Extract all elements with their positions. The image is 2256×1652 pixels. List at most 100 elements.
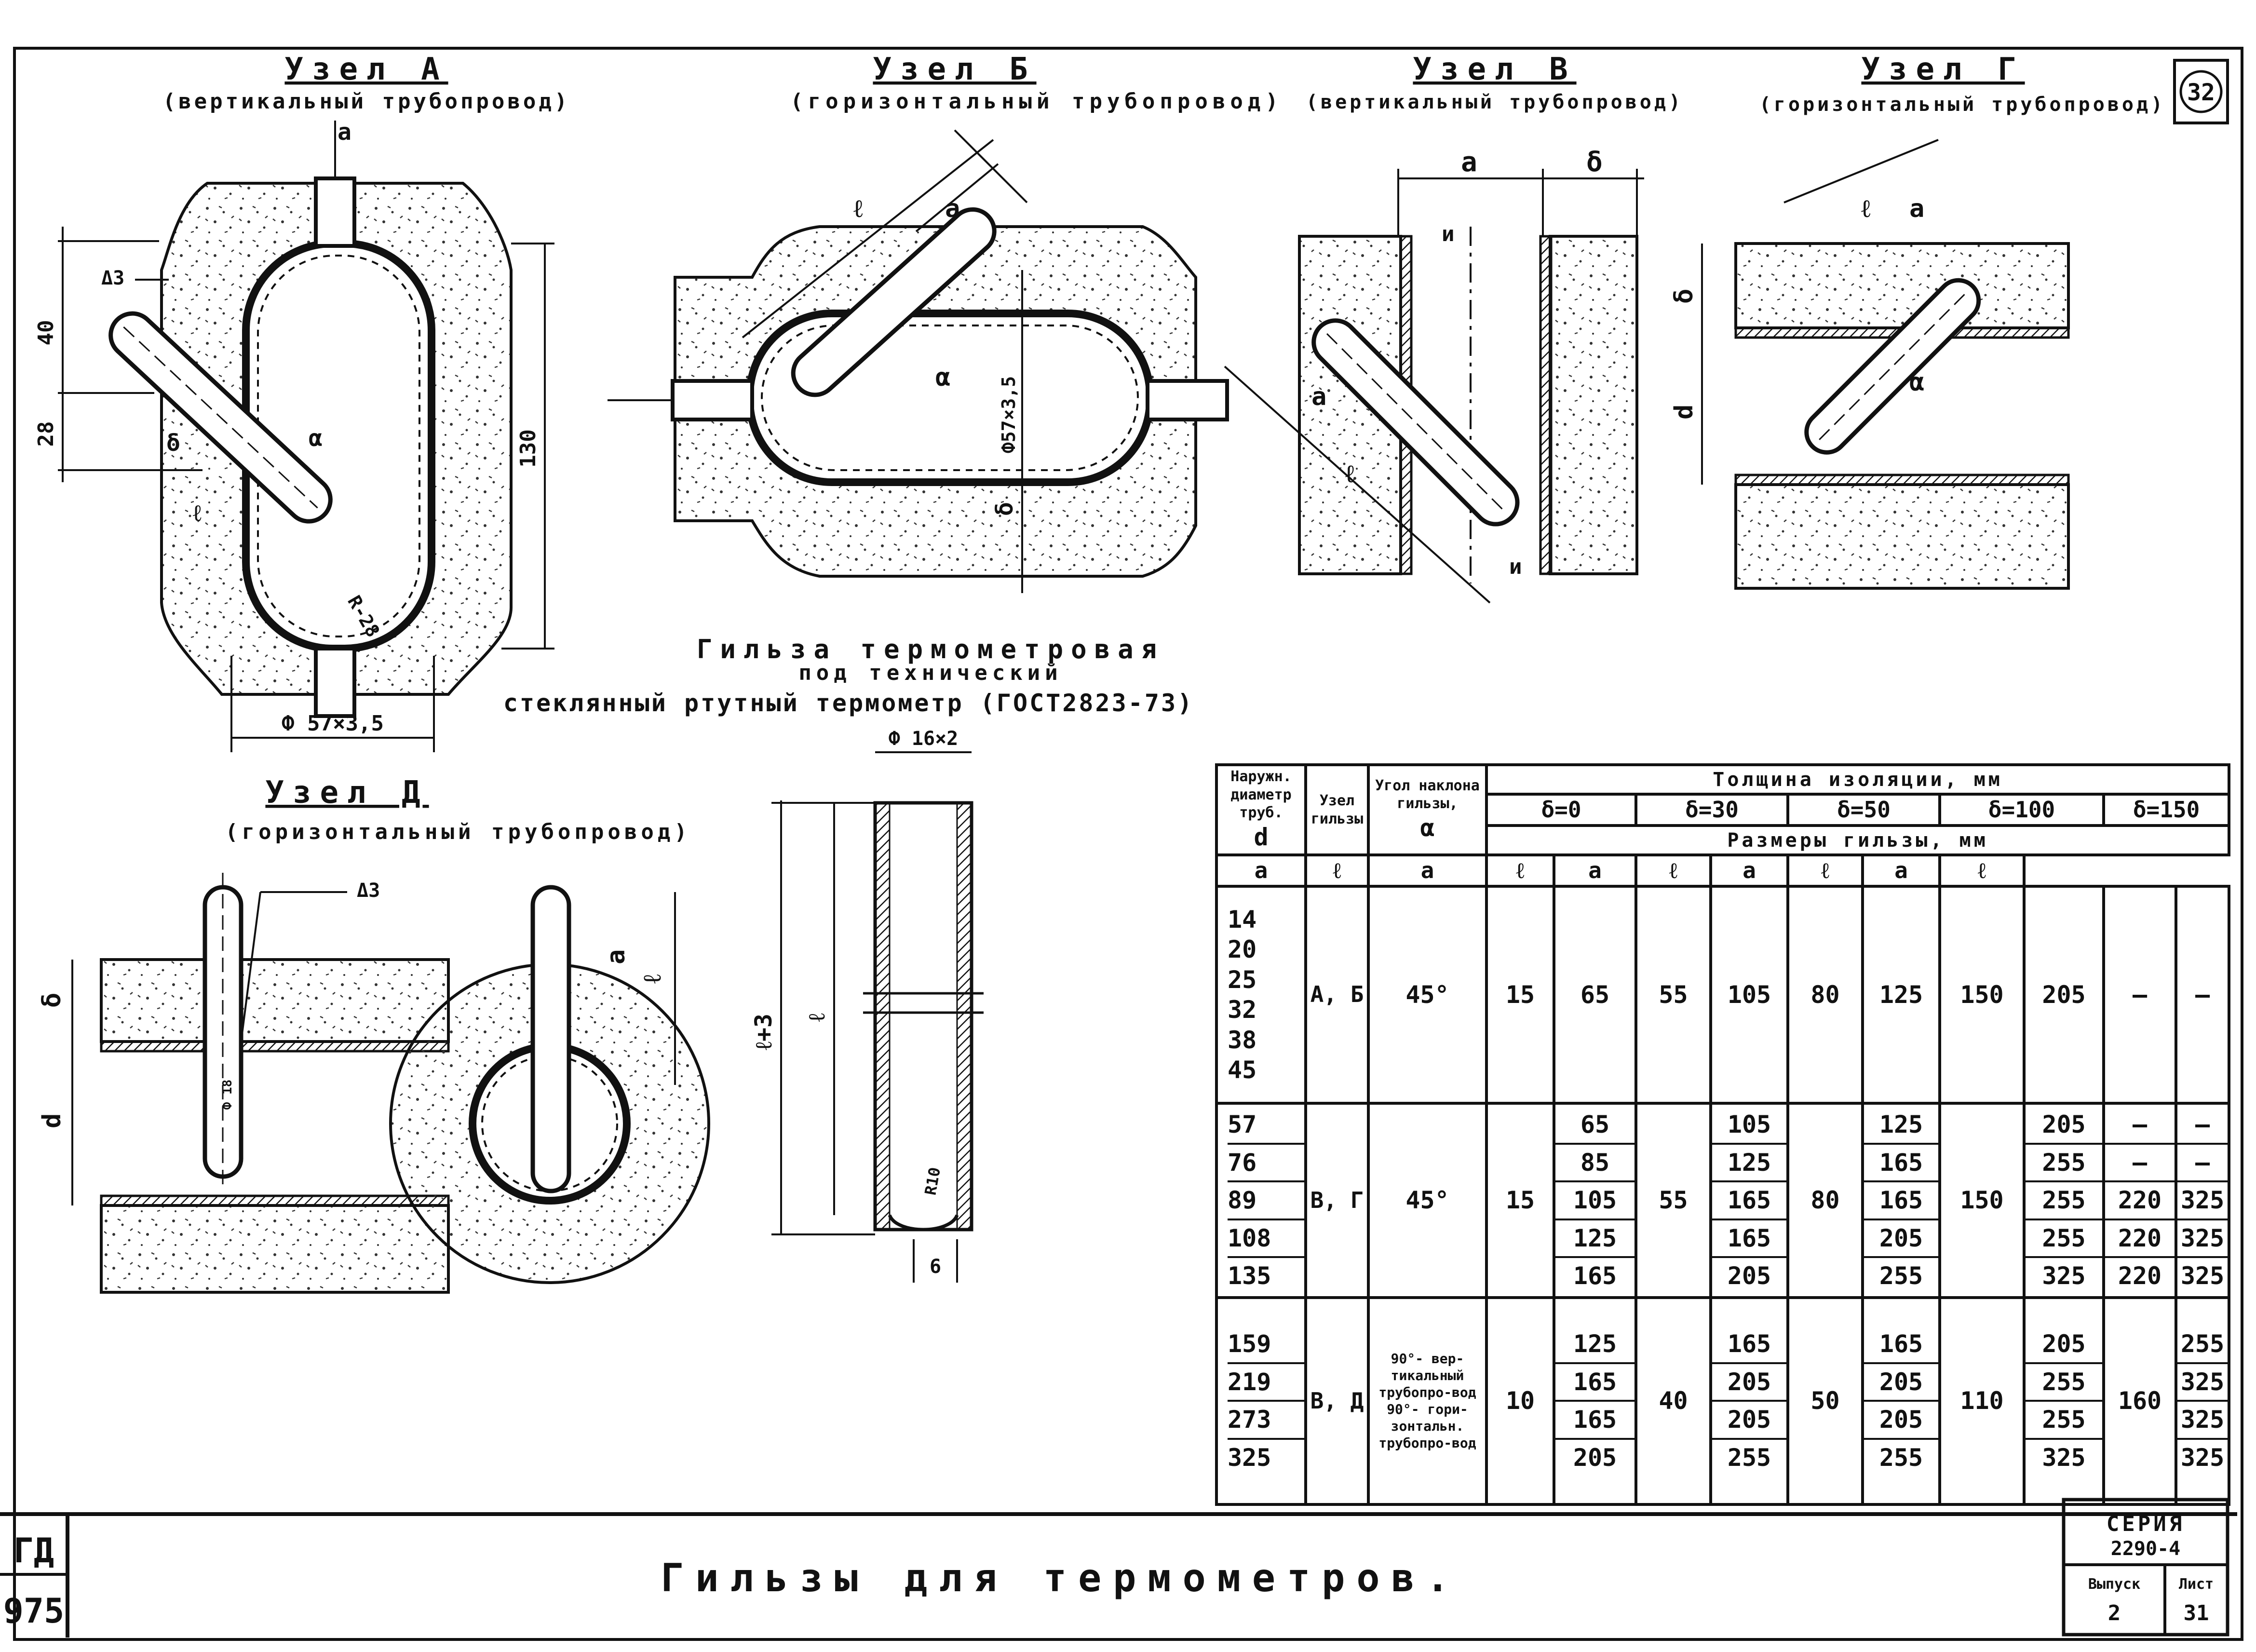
node-cell: А, Б: [1304, 885, 1370, 1105]
svg-text:Узел Г: Узел Г: [1861, 52, 2025, 87]
sub-header: ℓ: [1304, 853, 1370, 888]
sleeve-size-table: Наружн. диаметр труб.d Узел гильзы Угол …: [1215, 763, 2231, 1506]
sheet-frame: [13, 47, 2243, 1641]
svg-text:32: 32: [2187, 79, 2215, 106]
angle-cell: 45°: [1367, 1101, 1488, 1299]
svg-text:δ: δ: [1670, 289, 1699, 304]
svg-text:α: α: [935, 363, 950, 392]
svg-text:(горизонтальный трубопровод): (горизонтальный трубопровод): [1759, 94, 2165, 116]
svg-text:(вертикальный трубопровод): (вертикальный трубопровод): [163, 89, 570, 114]
sub-header: a: [1861, 853, 1941, 888]
svg-text:и: и: [1509, 555, 1522, 579]
svg-text:Узел Д: Узел Д: [265, 775, 429, 811]
value-cell: 150: [1938, 885, 2026, 1105]
sub-header: ℓ: [1938, 853, 2026, 888]
svg-text:d: d: [1670, 405, 1699, 420]
sleeve-detail: Гильза термометровая под технический сте…: [503, 634, 1194, 1283]
sheet-number-badge: 32: [2173, 59, 2229, 124]
svg-text:ℓ: ℓ: [803, 1013, 830, 1022]
value-cell: –: [2102, 885, 2177, 1105]
svg-text:a: a: [338, 119, 351, 146]
header-delta-50: δ=50: [1786, 793, 1941, 827]
svg-text:Δ3: Δ3: [101, 267, 124, 289]
node-a-drawing: Узел А (вертикальный трубопровод) 40 28 …: [34, 52, 570, 752]
svg-text:ℓ: ℓ: [853, 194, 863, 223]
svg-text:2290-4: 2290-4: [2111, 1538, 2181, 1560]
header-delta-30: δ=30: [1635, 793, 1789, 827]
svg-text:Выпуск: Выпуск: [2088, 1576, 2140, 1593]
svg-text:ℓ: ℓ: [1861, 194, 1871, 223]
header-thickness: Толщина изоляции, мм: [1485, 763, 2231, 796]
sub-header: ℓ: [1485, 853, 1555, 888]
svg-text:a: a: [1461, 147, 1477, 178]
value-cell: 80: [1786, 1101, 1864, 1299]
angle-cell: 90°- вер-тикальный трубопро-вод 90°- гор…: [1367, 1296, 1488, 1506]
svg-text:Узел А: Узел А: [284, 52, 448, 87]
sub-header: ℓ: [1786, 853, 1864, 888]
header-outer-diameter: Наружн. диаметр труб.d: [1215, 763, 1307, 857]
svg-text:2: 2: [2108, 1601, 2121, 1625]
value-cell: 80: [1786, 885, 1864, 1105]
value-cell: 110: [1938, 1296, 2026, 1506]
title-block: ГД 975 Гильзы для термометров. СЕРИЯ 229…: [0, 1498, 2229, 1637]
value-cell: 105: [1709, 885, 1789, 1105]
angle-cell: 45°: [1367, 885, 1488, 1105]
svg-text:Гильза термометровая: Гильза термометровая: [697, 634, 1164, 664]
svg-text:Гильзы для термометров.: Гильзы для термометров.: [661, 1556, 1461, 1600]
svg-text:Δ3: Δ3: [357, 880, 380, 902]
svg-text:Ф 16×2: Ф 16×2: [889, 728, 959, 750]
svg-text:ℓ: ℓ: [638, 975, 667, 984]
svg-text:d: d: [38, 1113, 67, 1128]
value-cell: 40: [1635, 1296, 1712, 1506]
svg-text:(горизонтальный трубопровод): (горизонтальный трубопровод): [790, 89, 1283, 114]
svg-text:(вертикальный трубопровод): (вертикальный трубопровод): [1306, 91, 1683, 113]
svg-text:28: 28: [34, 421, 58, 447]
svg-text:ℓ: ℓ: [1345, 460, 1355, 488]
value-cell: 10: [1485, 1296, 1555, 1506]
value-cell: 125: [1861, 885, 1941, 1105]
node-cell: В, Д: [1304, 1296, 1370, 1506]
svg-text:α: α: [309, 425, 323, 452]
svg-text:(горизонтальный трубопровод): (горизонтальный трубопровод): [225, 820, 691, 844]
value-cell: 150: [1938, 1101, 2026, 1299]
svg-text:δ: δ: [38, 993, 67, 1008]
svg-text:a: a: [1909, 194, 1924, 223]
svg-text:δ: δ: [1586, 147, 1603, 178]
svg-text:Лист: Лист: [2179, 1576, 2214, 1593]
svg-text:δ: δ: [166, 430, 180, 457]
svg-text:Ф57×3,5: Ф57×3,5: [998, 376, 1019, 453]
value-cell: 55: [1635, 885, 1712, 1105]
svg-text:Узел В: Узел В: [1413, 52, 1576, 87]
svg-text:Ф 57×3,5: Ф 57×3,5: [282, 711, 384, 736]
sub-header: ℓ: [1635, 853, 1712, 888]
header-angle: Угол наклона гильзы,α: [1367, 763, 1488, 857]
svg-text:СЕРИЯ: СЕРИЯ: [2107, 1512, 2185, 1536]
value-cell: 15: [1485, 1101, 1555, 1299]
header-delta-0: δ=0: [1485, 793, 1637, 827]
svg-text:975: 975: [3, 1591, 64, 1631]
svg-text:a: a: [1311, 382, 1326, 411]
header-node: Узел гильзы: [1304, 763, 1370, 857]
sub-header: a: [1709, 853, 1789, 888]
svg-text:Ф 18: Ф 18: [220, 1080, 235, 1110]
svg-text:6: 6: [930, 1256, 941, 1278]
header-sizes: Размеры гильзы, мм: [1485, 824, 2231, 857]
svg-text:ℓ+3: ℓ+3: [750, 1014, 777, 1050]
svg-text:a: a: [945, 194, 960, 223]
svg-text:стеклянный ртутный термометр (: стеклянный ртутный термометр (ГОСТ2823-7…: [503, 689, 1194, 717]
